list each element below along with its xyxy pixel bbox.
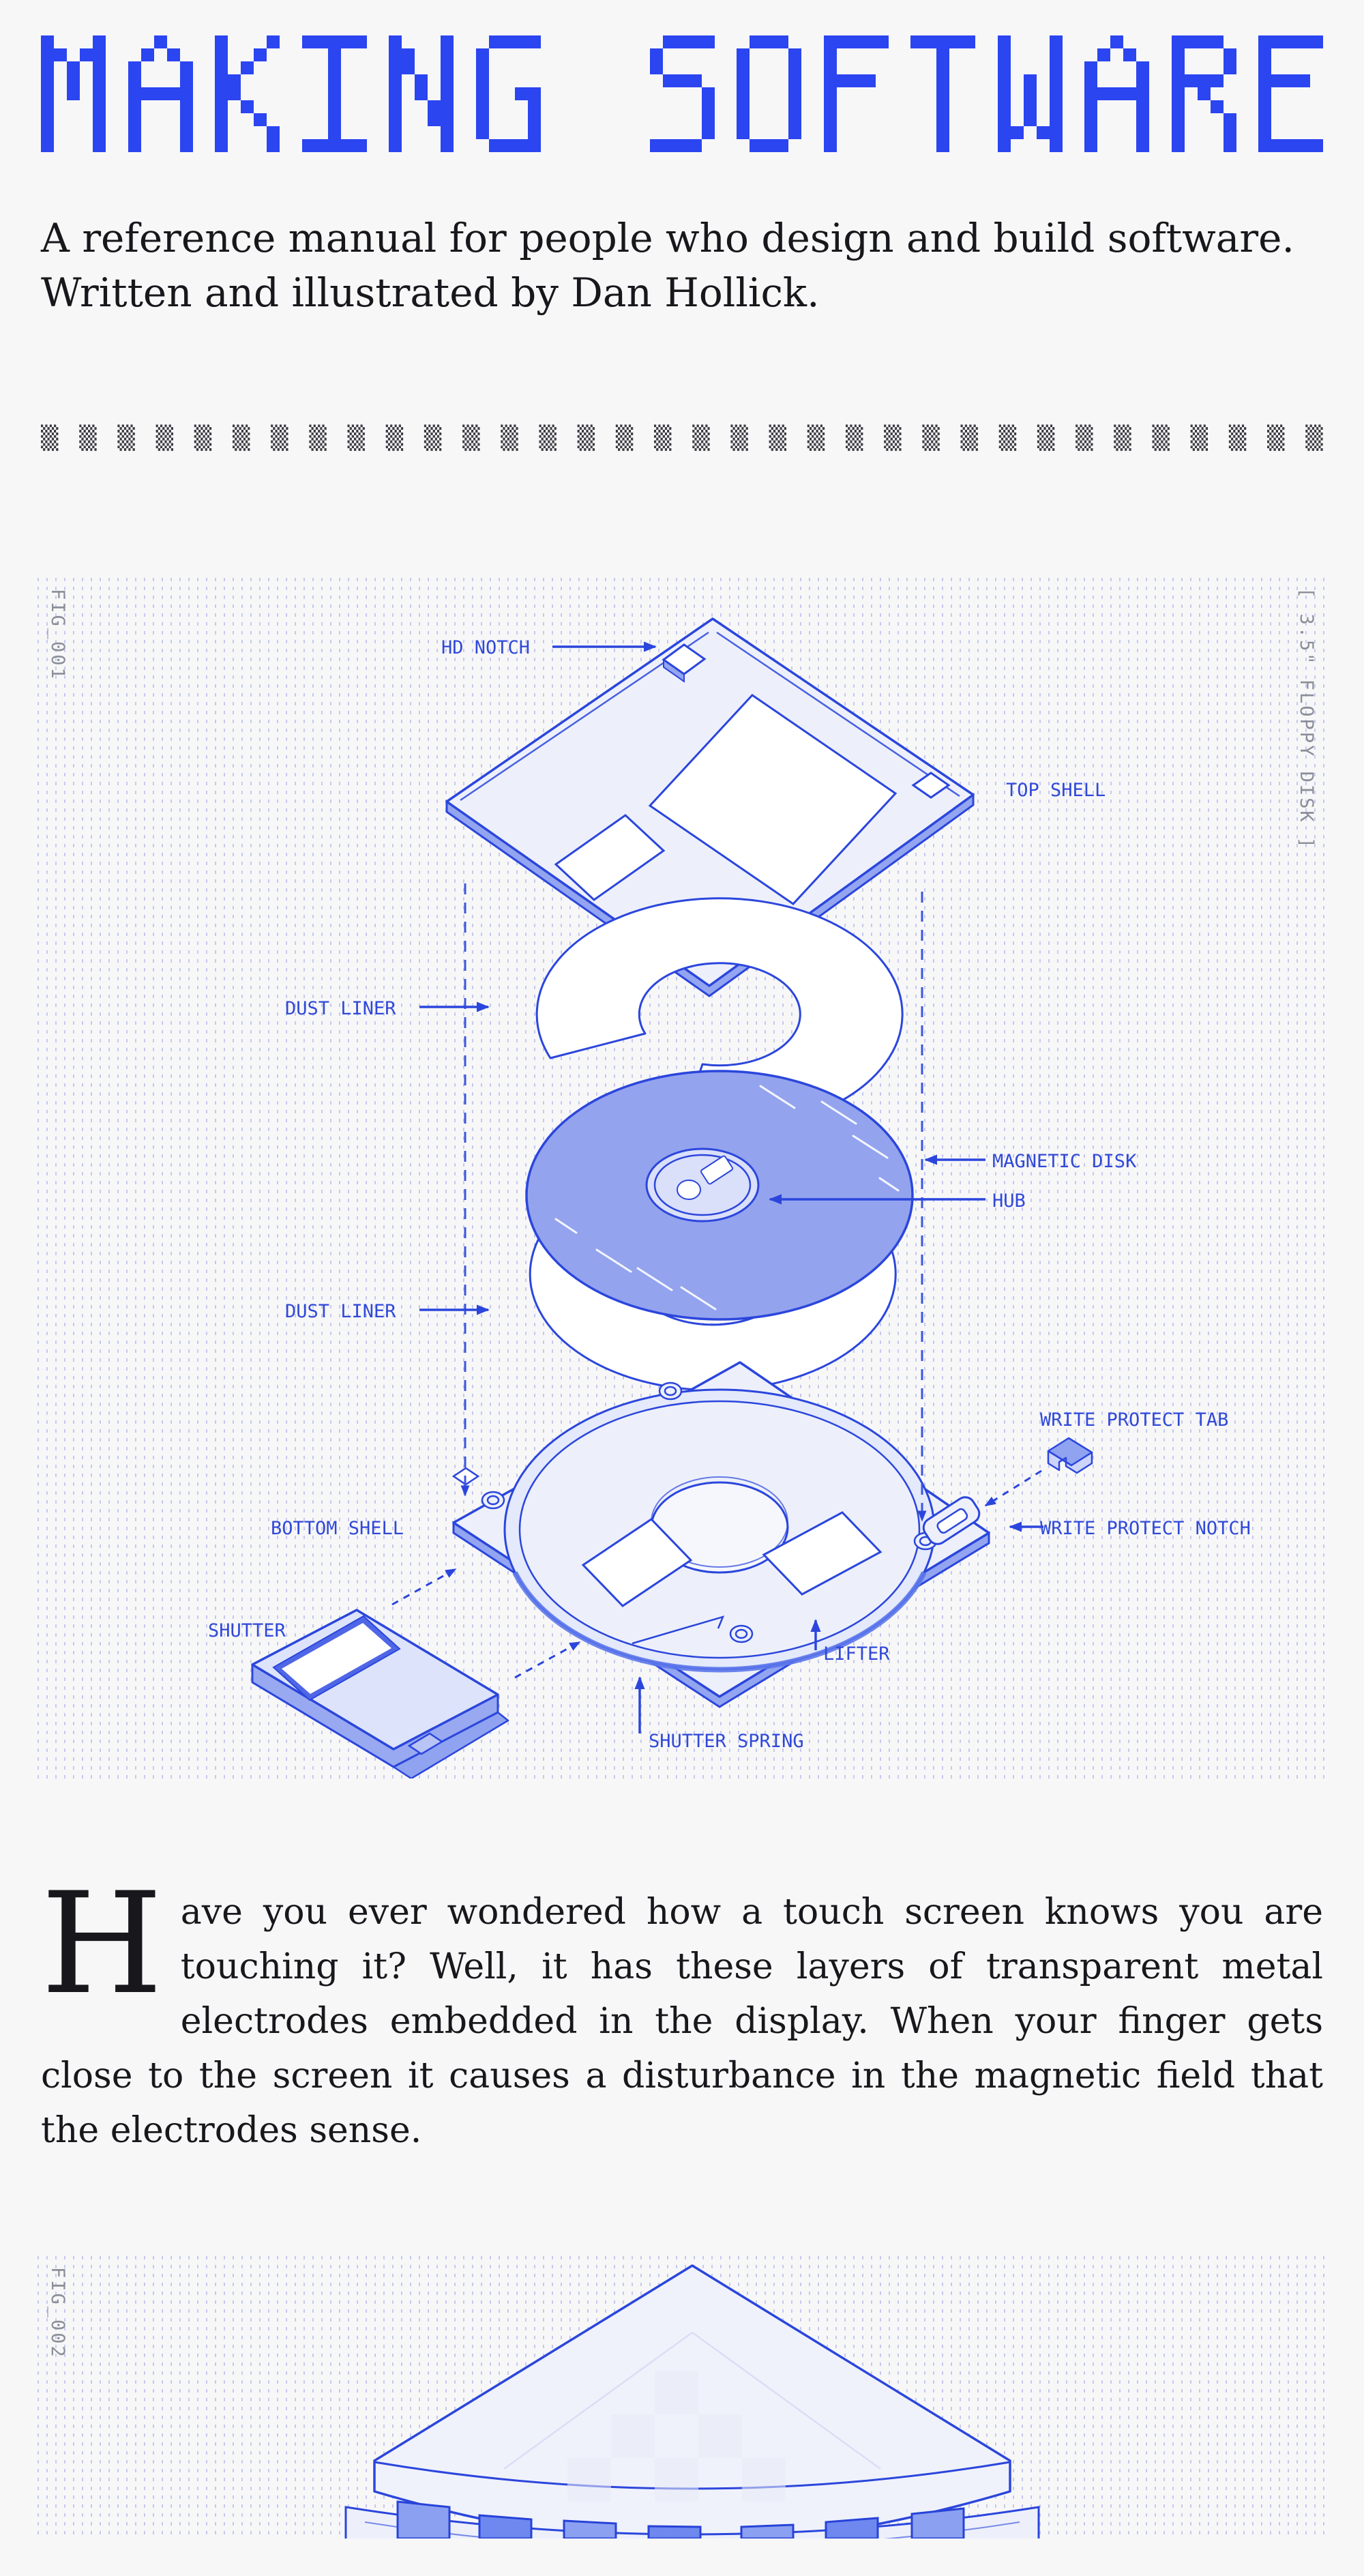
dither-glyph: ▒: [347, 424, 365, 451]
figure-touch-screen: FIG_002: [38, 2256, 1326, 2538]
magnetic-disk-part: [525, 1070, 914, 1321]
hd-notch-hole: [662, 643, 707, 675]
title-glyph: [823, 35, 889, 152]
dither-glyph: ▒: [1267, 424, 1285, 451]
exploded-guide-lines: [460, 883, 927, 1522]
subtitle-line-1: A reference manual for people who design…: [41, 215, 1294, 261]
shutter-spring-wire: [632, 1615, 725, 1645]
dither-glyph: ▒: [1114, 424, 1131, 451]
electrode-bars: [396, 2500, 965, 2538]
dither-glyph: ▒: [730, 424, 748, 451]
finger-prism: [373, 2264, 1011, 2538]
annotation-magnetic-disk: MAGNETIC DISK: [992, 1151, 1137, 1172]
dither-glyph: ▒: [998, 424, 1017, 451]
title-glyph: [1258, 35, 1323, 152]
title-glyph: [475, 35, 541, 152]
site-subtitle: A reference manual for people who design…: [41, 211, 1323, 320]
dither-glyph: ▒: [1037, 424, 1055, 451]
dither-glyph: ▒: [654, 424, 672, 451]
touch-screen-diagram: [344, 2264, 1040, 2538]
site-header: A reference manual for people who design…: [0, 35, 1364, 320]
lifter-window: [762, 1511, 883, 1596]
annotation-hub: HUB: [992, 1190, 1026, 1212]
figure-floppy-disk: FIG_001 [ 3.5" FLOPPY DISK ]: [38, 578, 1326, 1779]
bottom-shell-part: [451, 1361, 990, 1708]
annotation-top-shell: TOP SHELL: [1006, 780, 1106, 801]
annotation-hd-notch: HD NOTCH: [441, 637, 530, 658]
title-glyph: [649, 35, 715, 152]
dither-glyph: ▒: [79, 424, 97, 451]
title-glyph: [910, 35, 975, 152]
pressure-pixels: [567, 2371, 786, 2502]
write-protect-tab-part: [1047, 1437, 1093, 1474]
dither-glyph: ▒: [615, 424, 634, 451]
title-glyph: [997, 35, 1063, 152]
annotation-bottom-shell: BOTTOM SHELL: [271, 1518, 404, 1539]
title-glyph: [563, 35, 627, 152]
dither-glyph: ▒: [1305, 424, 1323, 451]
figure1-side-label: [ 3.5" FLOPPY DISK ]: [1296, 587, 1317, 851]
annotation-write-protect-tab: WRITE PROTECT TAB: [1040, 1409, 1228, 1431]
dither-glyph: ▒: [884, 424, 902, 451]
title-glyph: [1084, 35, 1149, 152]
drop-cap: H: [41, 1863, 163, 2025]
dither-glyph: ▒: [1152, 424, 1170, 451]
dither-glyph: ▒: [194, 424, 212, 451]
dither-glyph: ▒: [960, 424, 978, 451]
title-glyph: [1171, 35, 1236, 152]
annotation-dust-liner-lower: DUST LINER: [285, 1301, 396, 1322]
dither-glyph: ▒: [577, 424, 595, 451]
leader-arrows: [419, 641, 1043, 1733]
intro-text: ave you ever wondered how a touch screen…: [41, 1892, 1323, 2151]
dither-glyph: ▒: [1076, 424, 1093, 451]
annotation-shutter-spring: SHUTTER SPRING: [649, 1731, 804, 1752]
assembly-dashed-arrows: [391, 1469, 1042, 1679]
dither-glyph: ▒: [424, 424, 442, 451]
dither-glyph: ▒: [807, 424, 825, 451]
title-glyph: [301, 35, 367, 152]
title-glyph: [389, 35, 454, 152]
subtitle-line-2: Written and illustrated by Dan Hollick.: [41, 269, 820, 316]
page: { "page": { "colors": { "background": "#…: [0, 35, 1364, 2576]
hub-index-hole: [700, 1155, 733, 1185]
dither-glyph: ▒: [309, 424, 327, 451]
dither-glyph: ▒: [41, 424, 59, 451]
hub-drive-hole: [677, 1180, 701, 1200]
dither-divider: ▒ ▒ ▒ ▒ ▒ ▒ ▒ ▒ ▒ ▒ ▒ ▒ ▒ ▒ ▒ ▒ ▒ ▒ ▒ ▒ ▒ ▒ ▒ ▒ ▒ ▒ ▒ ▒ ▒ ▒ ▒ ▒ ▒ ▒: [41, 426, 1323, 450]
annotation-lifter: LIFTER: [823, 1643, 890, 1665]
dither-glyph: ▒: [845, 424, 863, 451]
title-glyph: [41, 35, 106, 152]
dither-glyph: ▒: [385, 424, 404, 451]
dither-glyph: ▒: [155, 424, 173, 451]
dither-glyph: ▒: [692, 424, 710, 451]
dither-glyph: ▒: [501, 424, 518, 451]
annotation-write-protect-notch: WRITE PROTECT NOTCH: [1040, 1518, 1251, 1539]
title-glyph: [128, 35, 193, 152]
title-glyph: [737, 35, 801, 152]
dither-glyph: ▒: [1190, 424, 1209, 451]
dither-glyph: ▒: [769, 424, 786, 451]
figure1-id-label: FIG_001: [47, 589, 68, 681]
dither-glyph: ▒: [1228, 424, 1247, 451]
figure2-id-label: FIG_002: [47, 2267, 68, 2359]
dither-glyph: ▒: [232, 424, 250, 451]
dither-glyph: ▒: [462, 424, 480, 451]
site-title: [41, 35, 1323, 152]
dither-glyph: ▒: [117, 424, 135, 451]
floppy-exploded-diagram: HD NOTCH TOP SHELL DUST LINER MAGNETIC D…: [208, 617, 1251, 1779]
dither-glyph: ▒: [539, 424, 557, 451]
dither-glyph: ▒: [922, 424, 940, 451]
shutter-part: [251, 1609, 509, 1779]
annotation-dust-liner-upper: DUST LINER: [285, 998, 396, 1019]
dither-glyph: ▒: [271, 424, 288, 451]
annotation-shutter: SHUTTER: [208, 1620, 286, 1641]
title-glyph: [215, 35, 280, 152]
